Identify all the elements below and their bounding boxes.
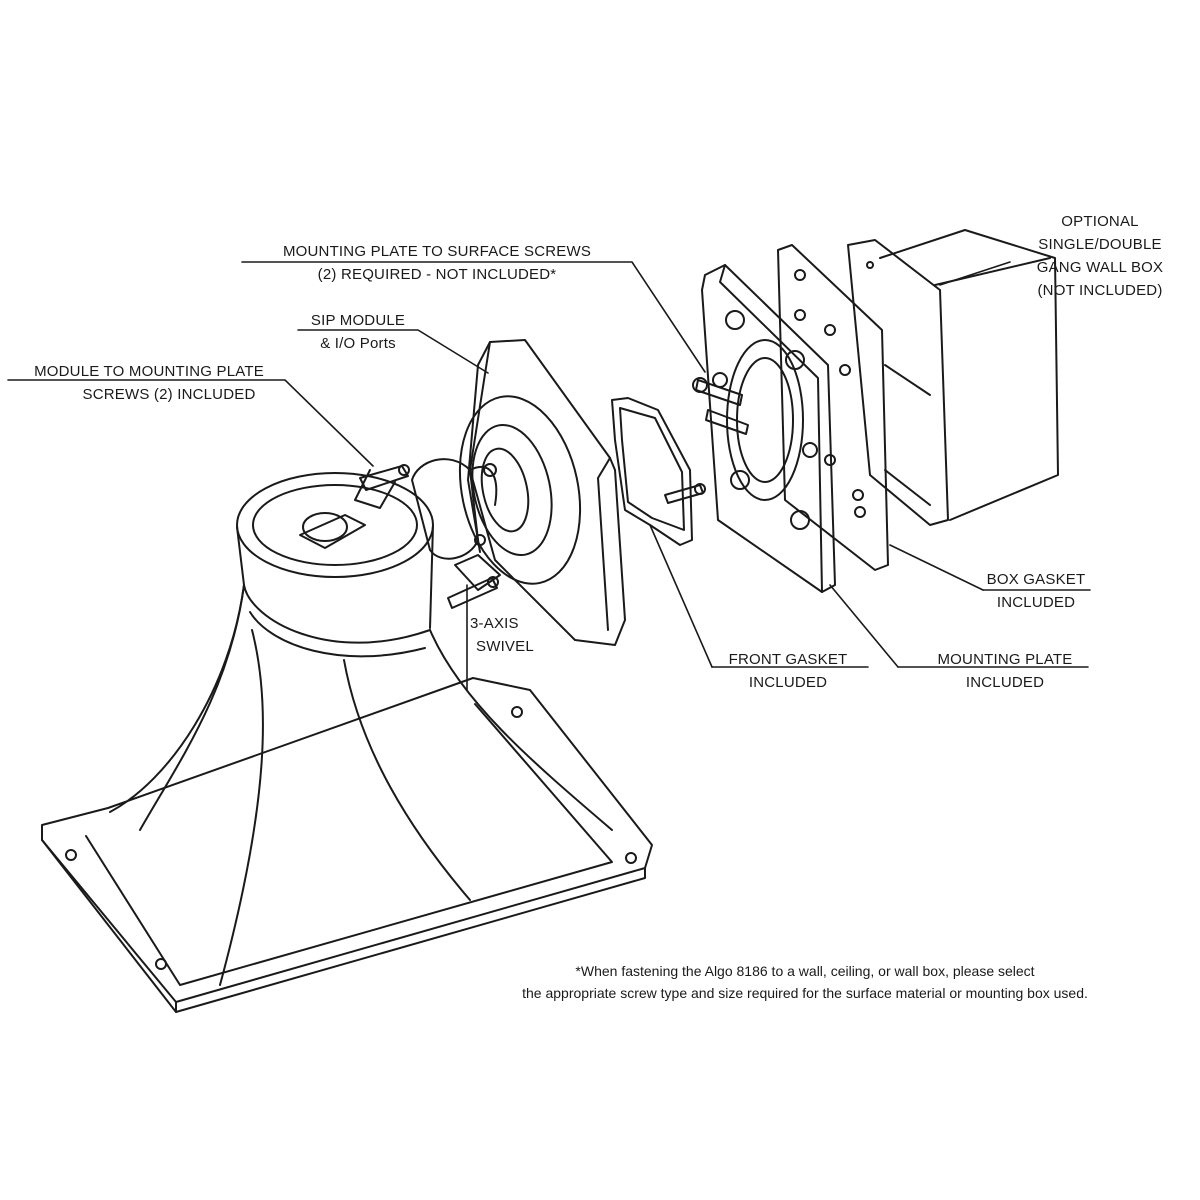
label-swivel: 3-AXIS SWIVEL <box>470 612 550 658</box>
label-wall-box: OPTIONAL SINGLE/DOUBLE GANG WALL BOX (NO… <box>1010 210 1190 302</box>
label-text: INCLUDED <box>748 674 828 691</box>
label-mounting-screws: MOUNTING PLATE TO SURFACE SCREWS (2) REQ… <box>252 240 622 286</box>
label-front-gasket: FRONT GASKET INCLUDED <box>712 648 864 694</box>
label-text: INCLUDED <box>965 674 1045 691</box>
label-text: 3-AXIS <box>470 615 519 632</box>
label-text: MOUNTING PLATE <box>937 651 1073 668</box>
leader-lines <box>7 261 1091 691</box>
label-text: SWIVEL <box>476 638 534 655</box>
flange-hole <box>511 706 523 718</box>
label-text: MODULE TO MOUNTING PLATE <box>34 363 264 380</box>
flange-hole <box>65 849 77 861</box>
label-box-gasket: BOX GASKET INCLUDED <box>980 568 1092 614</box>
label-text: (2) REQUIRED - NOT INCLUDED* <box>317 266 557 283</box>
label-mounting-plate: MOUNTING PLATE INCLUDED <box>916 648 1094 694</box>
label-text: SINGLE/DOUBLE <box>1038 236 1162 253</box>
horn-speaker <box>41 472 653 1013</box>
label-text: FRONT GASKET <box>728 651 848 668</box>
label-text: BOX GASKET <box>986 571 1086 588</box>
label-text: SIP MODULE <box>310 312 406 329</box>
horn-flange <box>41 677 653 1003</box>
flange-hole <box>155 958 167 970</box>
footnote-line: the appropriate screw type and size requ… <box>522 985 1088 1001</box>
box-gasket <box>777 244 889 571</box>
swivel-arm <box>354 458 501 609</box>
label-module-screws: MODULE TO MOUNTING PLATE SCREWS (2) INCL… <box>8 360 290 406</box>
label-text: GANG WALL BOX <box>1036 259 1164 276</box>
mounting-plate <box>692 264 836 593</box>
label-text: OPTIONAL <box>1061 213 1139 230</box>
flange-hole <box>625 852 637 864</box>
driver-cap <box>236 472 434 578</box>
front-gasket <box>611 397 706 546</box>
label-text: (NOT INCLUDED) <box>1037 282 1163 299</box>
label-text: INCLUDED <box>996 594 1076 611</box>
sip-module <box>458 339 626 646</box>
label-text: SCREWS (2) INCLUDED <box>82 386 256 403</box>
label-text: MOUNTING PLATE TO SURFACE SCREWS <box>282 243 592 260</box>
label-text: & I/O Ports <box>320 335 396 352</box>
footnote-line: *When fastening the Algo 8186 to a wall,… <box>575 963 1035 979</box>
label-sip-module: SIP MODULE & I/O Ports <box>296 309 420 355</box>
footnote: *When fastening the Algo 8186 to a wall,… <box>420 960 1190 1004</box>
module-screw <box>359 465 409 491</box>
